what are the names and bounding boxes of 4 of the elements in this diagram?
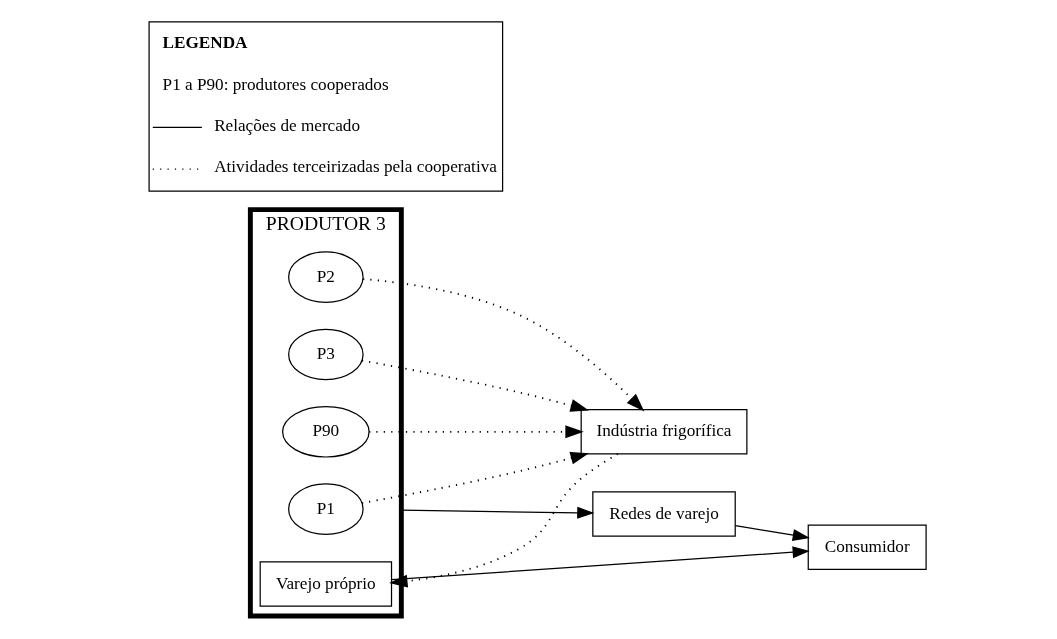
label: P1 a P90: produtores cooperados [162, 74, 389, 94]
legend-label: Atividades terceirizadas pela cooperativa [213, 157, 497, 177]
legend-label: Relações de mercado [213, 115, 360, 135]
label: LEGENDA [162, 32, 248, 52]
